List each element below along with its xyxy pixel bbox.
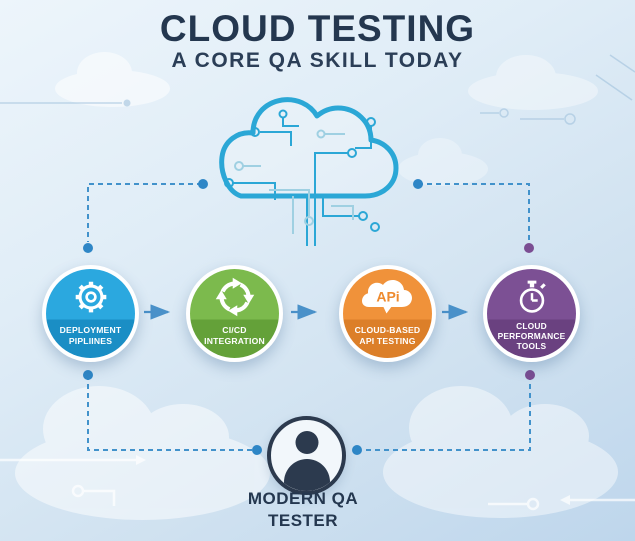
step-label: CLOUD PERFORMANCE TOOLS — [497, 321, 566, 352]
api-badge-text: APi — [376, 289, 399, 305]
step-circle: APi CLOUD-BASED API TESTING — [343, 269, 432, 358]
stopwatch-icon — [487, 274, 576, 320]
connector-dots — [83, 179, 535, 455]
decorative-cloud — [55, 52, 170, 107]
decorative-cloud — [398, 138, 488, 186]
decorative-cloud — [15, 378, 270, 520]
step-circle: CLOUD PERFORMANCE TOOLS — [487, 269, 576, 358]
page-title: CLOUD TESTING — [159, 8, 476, 49]
circuit-cloud-icon — [219, 97, 399, 246]
step-label: CLOUD-BASED API TESTING — [354, 325, 421, 346]
circuit-traces — [224, 109, 380, 246]
step-deployment-pipelines: DEPLOYMENT PIPLIINES — [42, 265, 139, 362]
modern-qa-tester-label: MODERN QA TESTER — [247, 489, 359, 531]
step-label: DEPLOYMENT PIPLIINES — [59, 325, 122, 346]
step-cloud-based-api-testing: APi CLOUD-BASED API TESTING — [339, 265, 436, 362]
step-circle: DEPLOYMENT PIPLIINES — [46, 269, 135, 358]
step-cloud-performance-tools: CLOUD PERFORMANCE TOOLS — [483, 265, 580, 362]
api-cloud-icon: APi — [343, 274, 432, 320]
decorative-cloud — [383, 380, 618, 518]
step-label: CI/CD INTEGRATION — [204, 325, 265, 346]
step-circle: CI/CD INTEGRATION — [190, 269, 279, 358]
person-icon — [267, 416, 346, 495]
decorative-cloud — [468, 55, 598, 110]
person-shoulders — [283, 459, 330, 491]
step-cicd-integration: CI/CD INTEGRATION — [186, 265, 283, 362]
cycle-arrows-icon — [190, 274, 279, 320]
gear-icon — [46, 274, 135, 320]
dashed-path — [87, 183, 531, 451]
circuit-traces-light — [234, 129, 354, 234]
page-subtitle: A CORE QA SKILL TODAY — [171, 49, 464, 72]
person-head — [295, 431, 318, 454]
